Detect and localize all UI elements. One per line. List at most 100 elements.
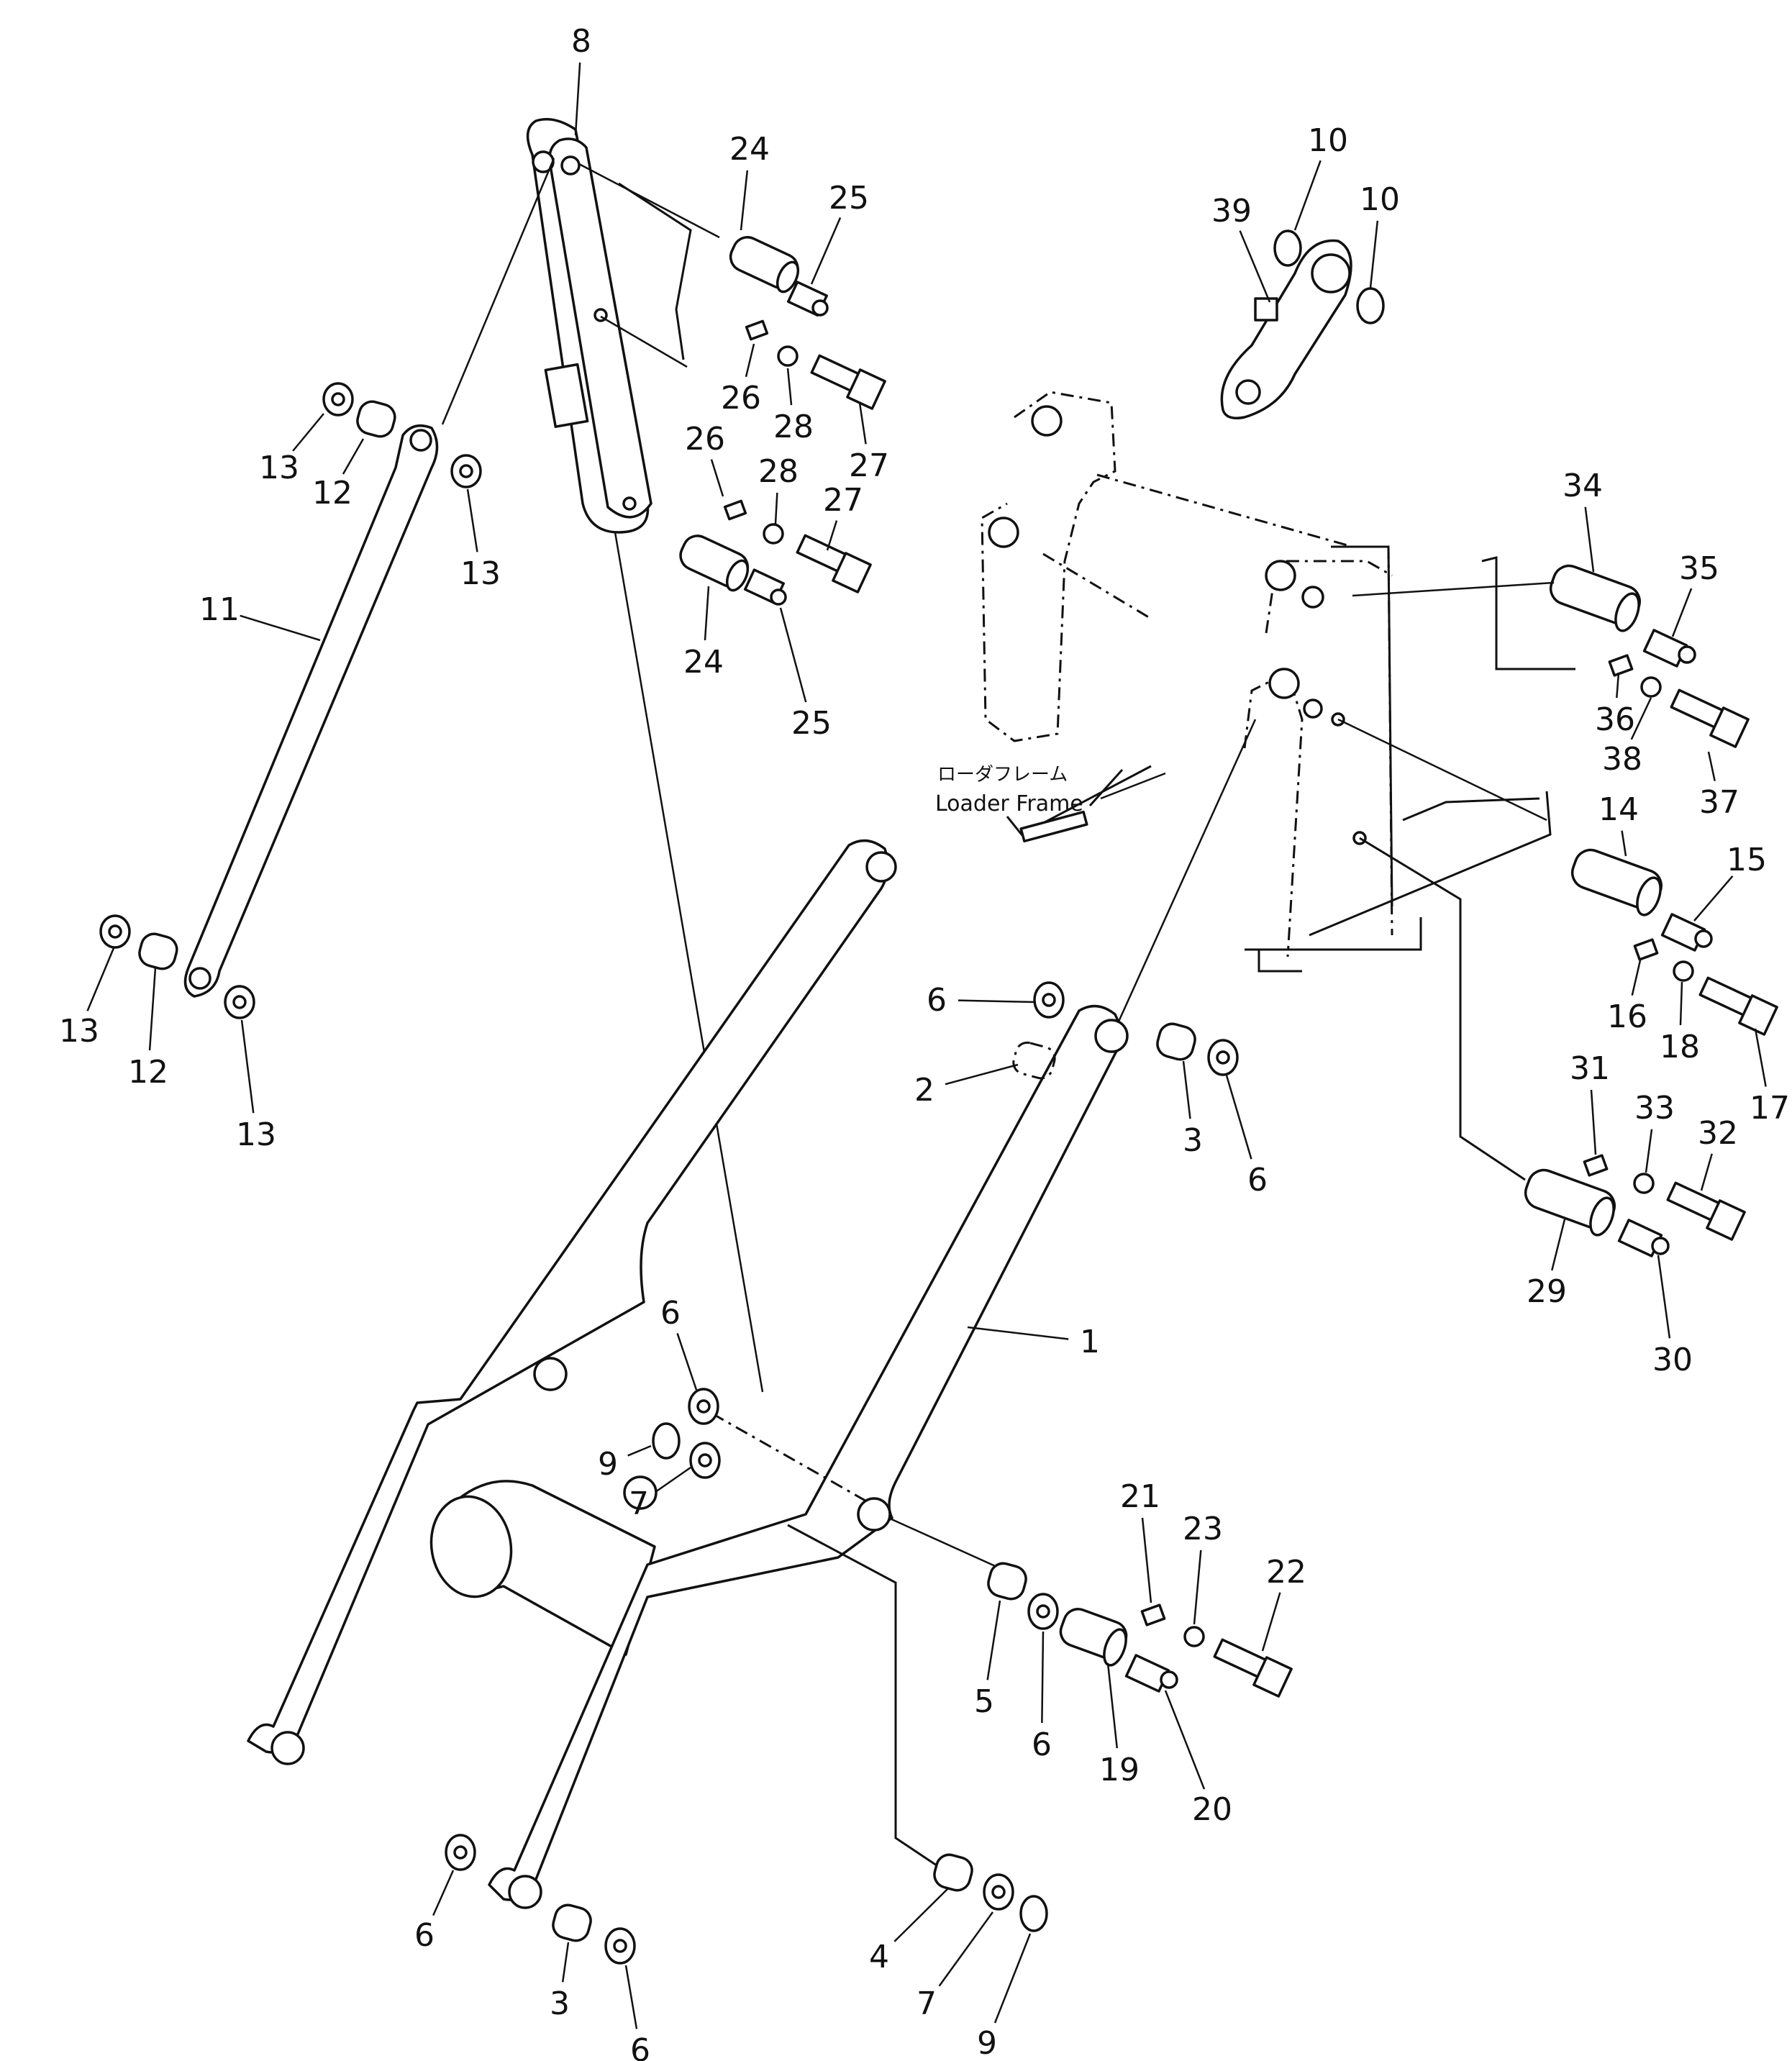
part-number-label: 6: [1247, 1162, 1268, 1198]
leader-l23: [1193, 1550, 1202, 1625]
spacer-6-c: [688, 1388, 719, 1425]
leader-l25a: [810, 217, 842, 285]
leader-l28a: [786, 368, 793, 406]
part-number-label: 25: [829, 180, 869, 217]
part-number-label: 31: [1570, 1050, 1610, 1087]
plate-26-upper: [745, 319, 769, 341]
leader-l3b: [561, 1942, 570, 1983]
leader-l32: [1700, 1153, 1713, 1191]
part-number-label: 13: [236, 1116, 276, 1153]
plate-16: [1633, 938, 1659, 961]
part-number-label: 34: [1563, 468, 1603, 504]
leader-l16: [1631, 960, 1642, 996]
part-number-label: 6: [1032, 1726, 1052, 1763]
part-number-label: 1: [1080, 1324, 1100, 1360]
leader-l6e: [432, 1870, 455, 1916]
washer-23: [1183, 1626, 1205, 1647]
leader-l13d: [240, 1019, 255, 1114]
part-number-label: 13: [59, 1013, 99, 1050]
spacer-6-a: [1033, 981, 1065, 1019]
part-number-label: 18: [1660, 1029, 1700, 1065]
part-number-labels: 8242526282726282724251010391312131113121…: [59, 23, 1790, 2061]
bolt-27-upper: [810, 354, 886, 410]
leader-l20: [1164, 1690, 1206, 1790]
leader-l5: [986, 1600, 1001, 1680]
part-number-label: 21: [1120, 1478, 1160, 1515]
grease-fitting-35: [1642, 629, 1696, 668]
leader-l14: [1621, 830, 1627, 857]
bolt-27-lower: [796, 534, 872, 593]
leader-l15: [1693, 875, 1734, 922]
part-number-label: 36: [1595, 701, 1635, 738]
grease-fitting-20: [1124, 1654, 1178, 1693]
plate-36: [1608, 654, 1634, 677]
leader-l17: [1754, 1028, 1767, 1087]
leader-l26b: [710, 459, 724, 497]
bushing-3-a: [1156, 1022, 1196, 1061]
part-number-label: 8: [571, 23, 591, 60]
part-number-label: 6: [660, 1295, 681, 1332]
leader-l11: [240, 614, 321, 642]
leader-l13a: [292, 413, 324, 452]
leader-l4: [893, 1888, 949, 1942]
leader-l26a: [745, 343, 755, 378]
part-number-label: 6: [630, 2032, 650, 2061]
part-number-label: 2: [914, 1072, 934, 1109]
washer-9-a: [652, 1422, 681, 1460]
spacer-13-d: [224, 985, 255, 1019]
part-number-label: 27: [849, 447, 889, 484]
part-number-label: 13: [259, 450, 299, 486]
pin-19: [1059, 1608, 1128, 1667]
bolt-32: [1666, 1181, 1746, 1241]
part-number-label: 22: [1266, 1554, 1306, 1591]
washer-28-upper: [777, 345, 799, 367]
part-number-label: 9: [977, 2025, 997, 2061]
part-number-label: 38: [1602, 741, 1642, 778]
plate-31: [1583, 1154, 1609, 1177]
part-number-label: 33: [1634, 1090, 1675, 1127]
bushing-4: [933, 1853, 973, 1892]
part-number-label: 37: [1699, 784, 1739, 821]
leader-l21: [1141, 1517, 1152, 1603]
bell-crank-part-8: [526, 118, 720, 534]
leader-l34: [1584, 506, 1595, 573]
part-number-label: 13: [460, 555, 501, 592]
leader-l35: [1671, 588, 1693, 637]
grease-fitting-30: [1617, 1219, 1670, 1257]
spacer-6-b: [1207, 1039, 1239, 1076]
washer-28-lower: [763, 523, 784, 545]
pin-24-lower: [679, 534, 750, 592]
lift-arm-part-1: [247, 719, 1257, 1909]
part-number-label: 12: [312, 475, 353, 511]
part-number-label: 39: [1211, 193, 1252, 229]
loader-frame-label-jp: ローダフレーム: [937, 764, 1068, 786]
spacer-7-b: [983, 1873, 1014, 1911]
pin-14: [1337, 718, 1663, 916]
leader-l12b: [148, 967, 157, 1051]
bolt-37: [1670, 688, 1750, 748]
part-number-label: 30: [1652, 1342, 1693, 1378]
part-number-label: 3: [1183, 1122, 1203, 1159]
leader-l18: [1679, 981, 1683, 1026]
leader-l9b: [993, 1933, 1032, 2024]
bolt-17: [1698, 976, 1778, 1036]
part-number-label: 35: [1679, 550, 1719, 587]
part-number-label: 16: [1607, 998, 1647, 1035]
leader-l6b: [1225, 1075, 1252, 1160]
part-number-label: 6: [414, 1917, 435, 1954]
loader-frame: [981, 391, 1575, 973]
pin-29: [1359, 837, 1616, 1237]
bolt-22: [1213, 1638, 1293, 1698]
leader-l36: [1616, 672, 1620, 699]
link-part-39: [1220, 239, 1352, 419]
leader-l24b: [704, 586, 710, 641]
washer-18: [1673, 960, 1694, 982]
part-number-label: 25: [791, 705, 832, 742]
leader-l13c: [86, 947, 115, 1011]
part-number-label: 24: [683, 644, 724, 681]
washer-10-left: [1273, 229, 1302, 267]
part-number-label: 10: [1360, 181, 1400, 218]
leader-l7b: [938, 1911, 994, 1987]
part-number-label: 26: [721, 380, 761, 417]
